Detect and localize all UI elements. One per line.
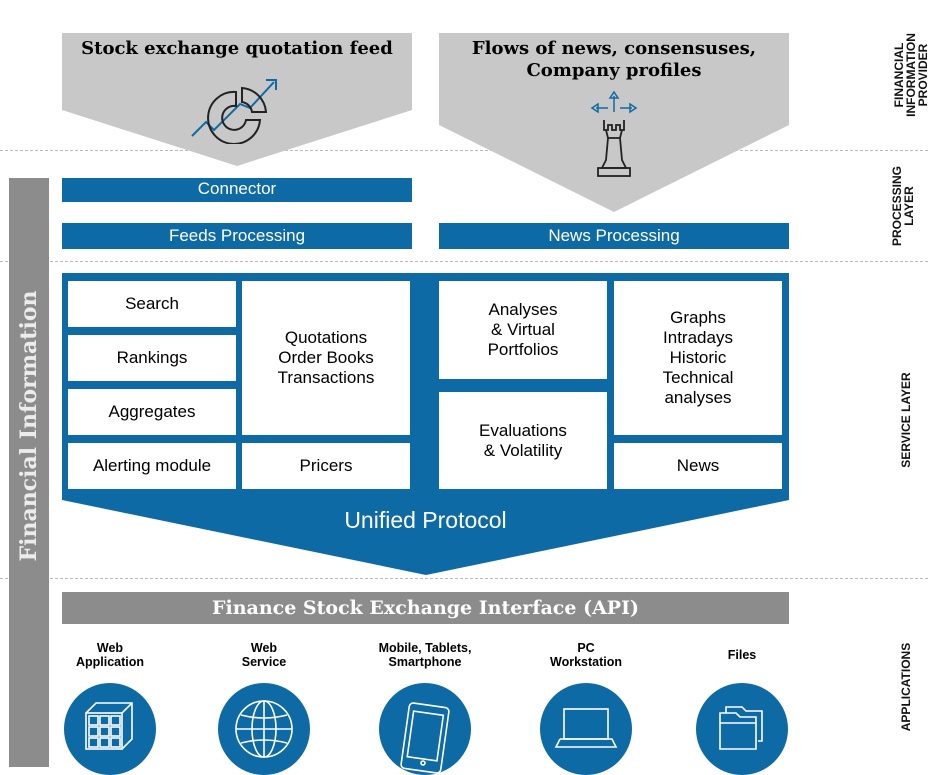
unified-protocol-label: Unified Protocol bbox=[344, 507, 507, 533]
layer-provider-line3: PROVIDER bbox=[916, 43, 928, 107]
quotations-line2: Order Books bbox=[278, 348, 374, 367]
layer-label-applications: APPLICATIONS bbox=[899, 642, 913, 732]
pricers-box: Pricers bbox=[242, 443, 410, 489]
news-flow-title-line2: Company profiles bbox=[526, 60, 702, 81]
quotations-line3: Transactions bbox=[277, 368, 375, 387]
quotations-box: Quotations Order Books Transactions bbox=[242, 281, 410, 435]
app-web-service-line1: Web bbox=[250, 641, 278, 655]
app-pc-line1: PC bbox=[577, 641, 595, 655]
app-web-application-line2: Application bbox=[75, 655, 145, 669]
graphs-line2: Intradays bbox=[663, 328, 733, 347]
layer-label-processing: PROCESSING LAYER bbox=[890, 166, 917, 246]
app-files-line1: Files bbox=[727, 648, 757, 662]
news-processing-bar: News Processing bbox=[439, 223, 789, 249]
mobile-circle bbox=[379, 683, 471, 775]
aggregates-box: Aggregates bbox=[68, 389, 236, 435]
app-label-files: Files bbox=[672, 648, 812, 662]
news-flow-title-line1: Flows of news, consensuses, bbox=[471, 38, 757, 59]
rook-icon bbox=[590, 90, 638, 177]
layer-label-service: SERVICE LAYER bbox=[899, 372, 913, 468]
app-mobile-line2: Smartphone bbox=[388, 655, 462, 669]
layer-processing-line2: LAYER bbox=[902, 186, 916, 226]
alerting-module-box: Alerting module bbox=[68, 443, 236, 489]
pc-workstation-circle bbox=[540, 683, 632, 775]
search-box: Search bbox=[68, 281, 236, 327]
separator-provider bbox=[0, 150, 928, 151]
quotations-line1: Quotations bbox=[284, 328, 368, 347]
graphs-line4: Technical bbox=[662, 368, 734, 387]
layer-label-provider: FINANCIAL INFORMATION PROVIDER bbox=[892, 30, 928, 120]
feeds-processing-bar: Feeds Processing bbox=[62, 223, 412, 249]
app-label-web-service: Web Service bbox=[194, 641, 334, 669]
app-label-pc: PC Workstation bbox=[516, 641, 656, 669]
graphs-line5: analyses bbox=[664, 388, 732, 407]
smartphone-icon bbox=[400, 702, 450, 774]
graphs-box: Graphs Intradays Historic Technical anal… bbox=[614, 281, 782, 435]
analyses-line1: Analyses bbox=[488, 300, 558, 319]
graphs-line1: Graphs bbox=[670, 308, 726, 327]
analyses-line2: & Virtual bbox=[491, 320, 555, 339]
news-flow-title: Flows of news, consensuses, Company prof… bbox=[439, 38, 789, 82]
quotation-feed-title: Stock exchange quotation feed bbox=[81, 38, 393, 59]
separator-service bbox=[0, 578, 928, 579]
globe-icon bbox=[235, 700, 293, 758]
evaluations-line2: & Volatility bbox=[483, 440, 563, 460]
app-pc-line2: Workstation bbox=[550, 655, 622, 669]
evaluations-box: Evaluations & Volatility bbox=[439, 392, 607, 489]
app-web-service-line2: Service bbox=[241, 655, 287, 669]
folders-icon bbox=[719, 706, 763, 750]
app-mobile-line1: Mobile, Tablets, bbox=[378, 641, 472, 655]
grid-cube-icon bbox=[85, 702, 133, 750]
news-box: News bbox=[614, 443, 782, 489]
separator-processing bbox=[0, 261, 928, 262]
app-label-mobile: Mobile, Tablets, Smartphone bbox=[355, 641, 495, 669]
app-label-web-application: Web Application bbox=[40, 641, 180, 669]
analyses-line3: Portfolios bbox=[487, 340, 559, 359]
api-bar: Finance Stock Exchange Interface (API) bbox=[62, 592, 789, 624]
connector-bar: Connector bbox=[62, 178, 412, 202]
financial-information-bar: Financial Information bbox=[9, 178, 49, 767]
web-service-circle bbox=[218, 683, 310, 775]
chart-growth-icon bbox=[191, 79, 277, 144]
app-web-application-line1: Web bbox=[96, 641, 124, 655]
files-circle bbox=[696, 683, 788, 775]
evaluations-line1: Evaluations bbox=[479, 420, 567, 440]
laptop-icon bbox=[554, 708, 618, 748]
graphs-line3: Historic bbox=[669, 348, 727, 367]
news-flow-shape bbox=[439, 33, 789, 212]
analyses-box: Analyses & Virtual Portfolios bbox=[439, 281, 607, 379]
web-application-circle bbox=[64, 683, 156, 775]
rankings-box: Rankings bbox=[68, 335, 236, 381]
